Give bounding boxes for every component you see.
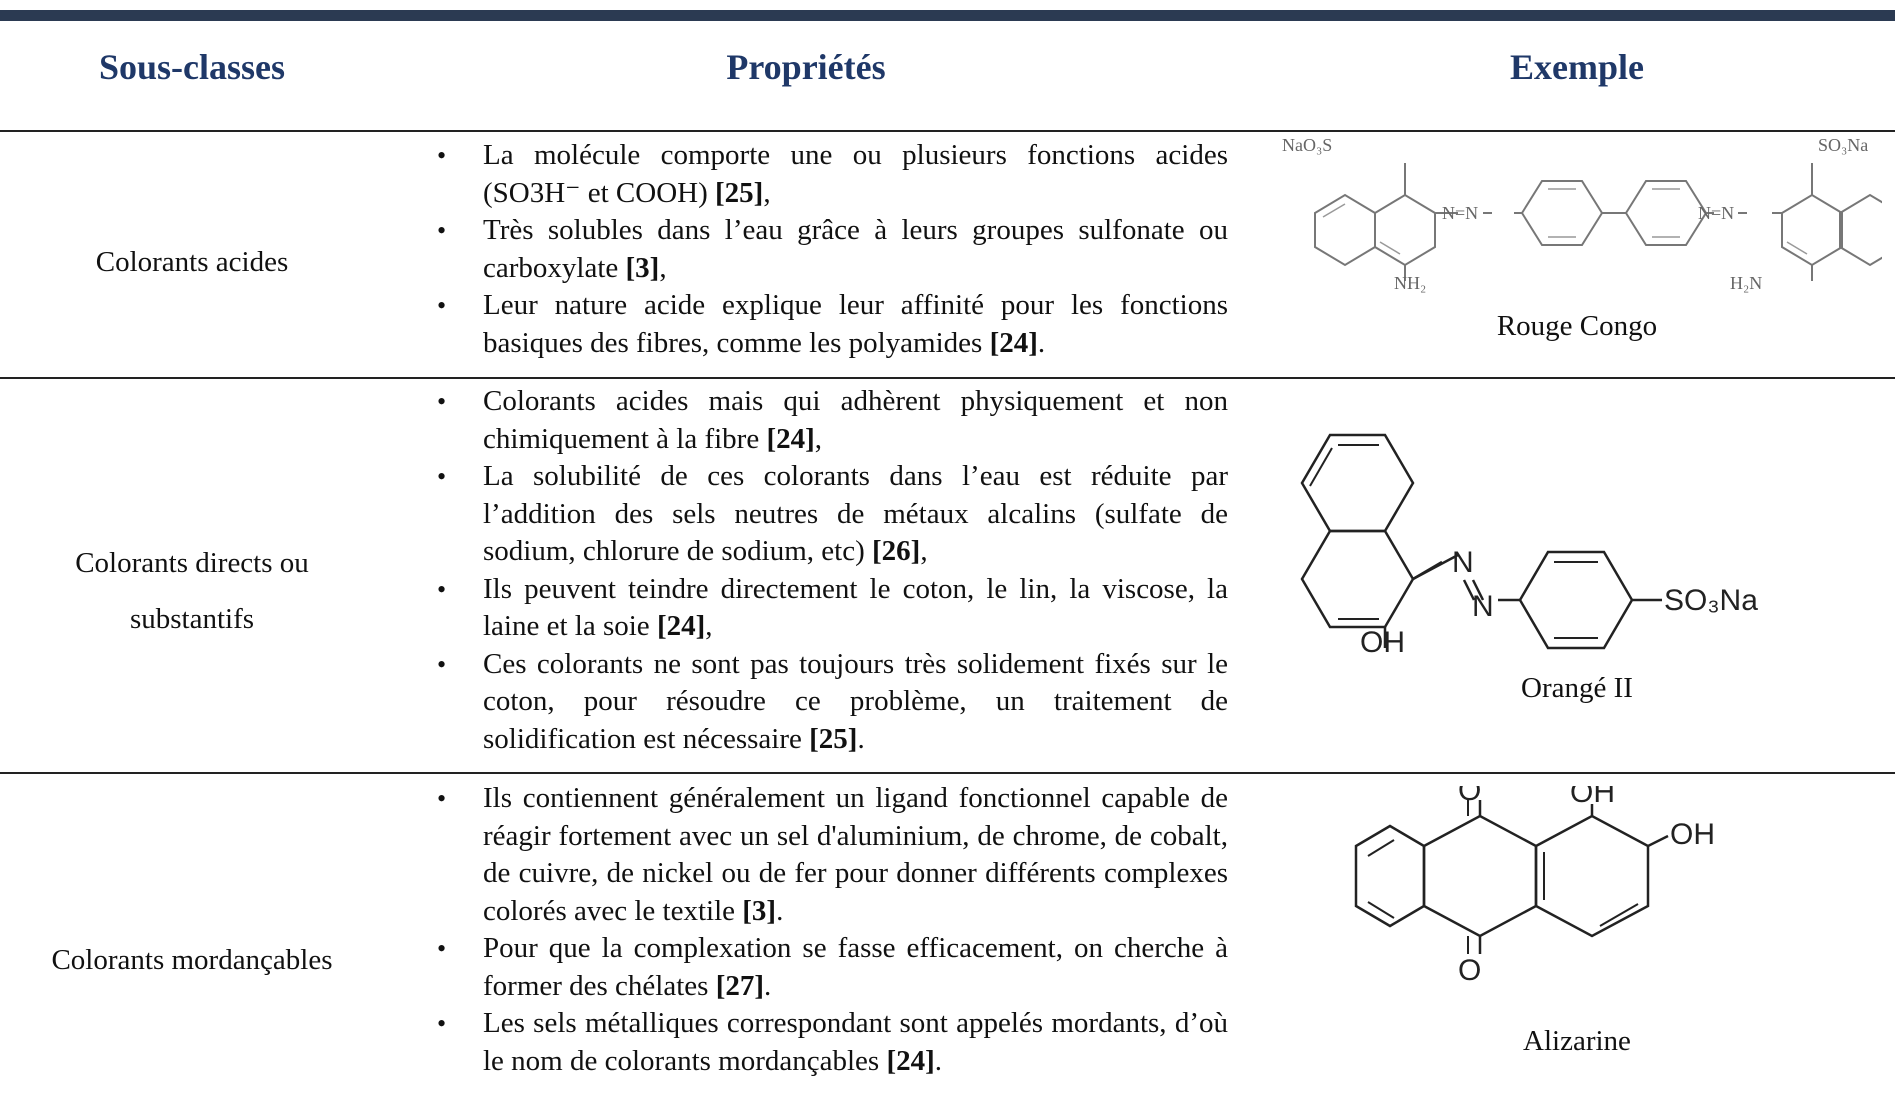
azo-n2-label: N [1472,590,1494,623]
table-top-rule [0,10,1895,21]
example-rouge-congo: Rouge Congo [1496,310,1658,342]
h2n-label: H₂N [1730,273,1762,293]
rouge-congo-structure: NaO₃S SO₃Na N=N N=N NH₂ H₂N [1282,135,1882,293]
properties-directs: Colorants acides mais qui adhèrent physi… [433,383,1228,758]
subclass-directs: Colorants directs ou substantifs [0,535,384,647]
so3na-label: SO₃Na [1818,135,1868,155]
header-proprietes: Propriétés [726,47,886,87]
so3na-label: SO₃Na [1664,584,1758,617]
azo-left-label: N=N [1442,203,1478,223]
subclass-directs-line1: Colorants directs ou [75,547,309,579]
header-sous-classes: Sous-classes [98,47,286,87]
o-top-label: O [1458,786,1481,807]
list-item: Colorants acides mais qui adhèrent physi… [433,383,1228,458]
header-exemple: Exemple [1510,47,1644,87]
subclass-mordancables: Colorants mordançables [51,944,333,976]
example-alizarine: Alizarine [1523,1025,1631,1057]
properties-acides: La molécule comporte une ou plusieurs fo… [433,137,1228,362]
list-item: Les sels métalliques correspondant sont … [433,1005,1228,1080]
list-item: Ils contiennent généralement un ligand f… [433,780,1228,930]
o-bottom-label: O [1458,954,1481,987]
nao3s-label: NaO₃S [1282,135,1332,155]
row-divider [0,377,1895,379]
nh2-label: NH₂ [1394,273,1426,293]
list-item: Pour que la complexation se fasse effica… [433,930,1228,1005]
list-item: La solubilité de ces colorants dans l’ea… [433,458,1228,571]
list-item: Ils peuvent teindre directement le coton… [433,571,1228,646]
row-divider [0,130,1895,132]
orange-ii-structure: N N OH SO₃Na [1300,433,1758,659]
subclass-acides: Colorants acides [95,246,289,278]
oh1-label: OH [1570,786,1615,809]
list-item: Leur nature acide explique leur affinité… [433,287,1228,362]
list-item: Ces colorants ne sont pas toujours très … [433,646,1228,759]
row-divider [0,772,1895,774]
azo-n1-label: N [1452,546,1474,579]
example-orange-ii: Orangé II [1521,672,1633,704]
properties-mordancables: Ils contiennent généralement un ligand f… [433,780,1228,1080]
azo-right-label: N=N [1698,203,1734,223]
subclass-directs-line2: substantifs [129,603,255,635]
alizarine-structure: O O OH OH [1354,786,1715,987]
list-item: La molécule comporte une ou plusieurs fo… [433,137,1228,212]
oh-label: OH [1360,626,1405,659]
oh2-label: OH [1670,818,1715,851]
list-item: Très solubles dans l’eau grâce à leurs g… [433,212,1228,287]
